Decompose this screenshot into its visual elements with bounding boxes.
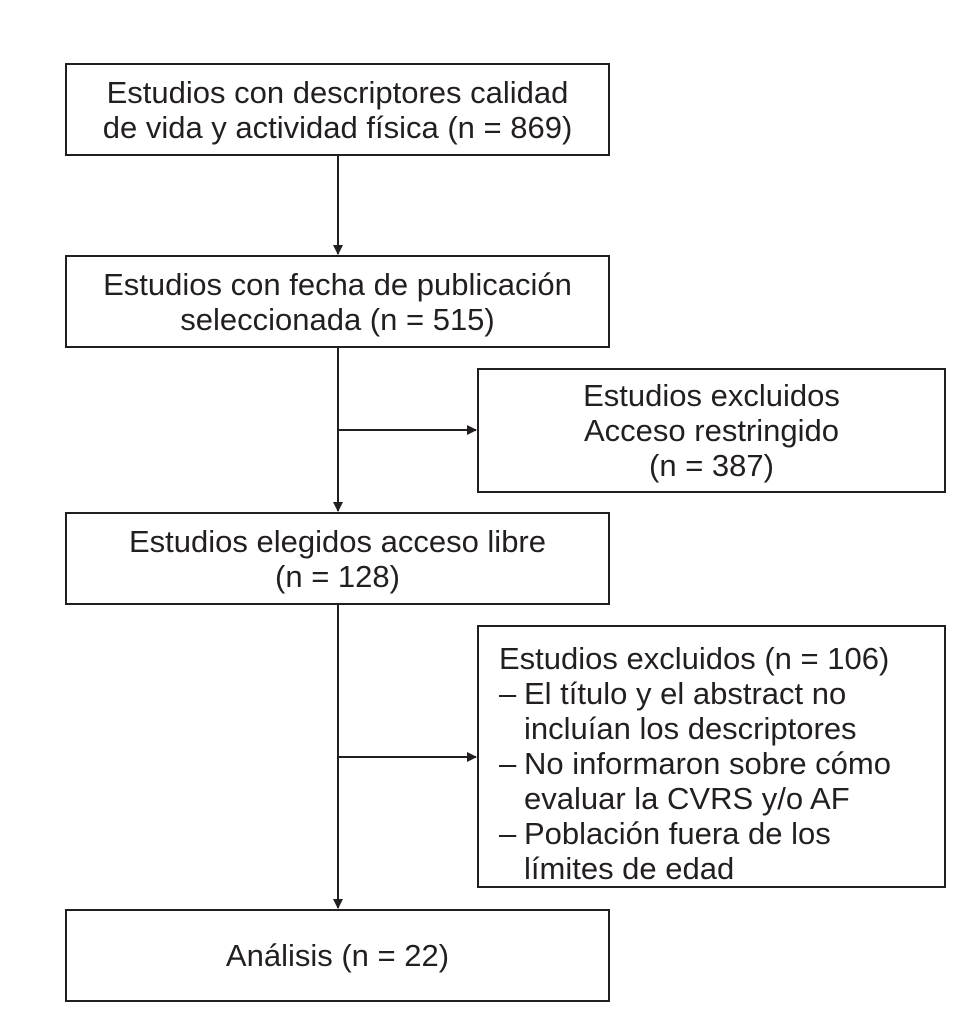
- list-dash: –: [499, 746, 517, 781]
- box-studies-open-access: Estudios elegidos acceso libre (n = 128): [65, 512, 610, 605]
- box-text-line: Estudios elegidos acceso libre: [128, 523, 547, 559]
- exclusion-reasons-list: – El título y el abstract no incluían lo…: [499, 676, 944, 886]
- box-text-line: Análisis (n = 22): [225, 938, 450, 973]
- exclusion-reason-line: No informaron sobre cómo: [524, 746, 891, 781]
- exclusion-reason-item: – El título y el abstract no incluían lo…: [499, 676, 944, 746]
- exclusion-reason-line: Población fuera de los: [524, 816, 831, 851]
- exclusion-reason-item: – Población fuera de los límites de edad: [499, 816, 944, 886]
- list-dash: –: [499, 676, 517, 711]
- box-excluded-restricted-access: Estudios excluidos Acceso restringido (n…: [477, 368, 946, 493]
- exclusion-reason-line: incluían los descriptores: [524, 711, 857, 746]
- exclusion-reason-line: evaluar la CVRS y/o AF: [524, 781, 850, 816]
- box-analysis: Análisis (n = 22): [65, 909, 610, 1002]
- excluded-criteria-heading: Estudios excluidos (n = 106): [499, 641, 890, 676]
- box-excluded-criteria: Estudios excluidos (n = 106) – El título…: [477, 625, 946, 888]
- exclusion-reason-line: El título y el abstract no: [524, 676, 847, 711]
- box-text-line: de vida y actividad física (n = 869): [102, 109, 573, 145]
- list-dash: –: [499, 816, 517, 851]
- box-text-line: seleccionada (n = 515): [180, 301, 495, 337]
- box-text-line: (n = 387): [649, 448, 774, 483]
- box-text-line: (n = 128): [275, 558, 400, 594]
- exclusion-reason-line: límites de edad: [524, 851, 735, 886]
- exclusion-reason-item: – No informaron sobre cómo evaluar la CV…: [499, 746, 944, 816]
- box-text-line: Estudios con descriptores calidad: [106, 74, 569, 110]
- box-studies-date-selected: Estudios con fecha de publicación selecc…: [65, 255, 610, 348]
- box-text-line: Estudios con fecha de publicación: [103, 266, 572, 302]
- box-studies-identified: Estudios con descriptores calidad de vid…: [65, 63, 610, 156]
- box-text-line: Estudios excluidos: [583, 378, 840, 413]
- box-text-line: Acceso restringido: [583, 413, 839, 448]
